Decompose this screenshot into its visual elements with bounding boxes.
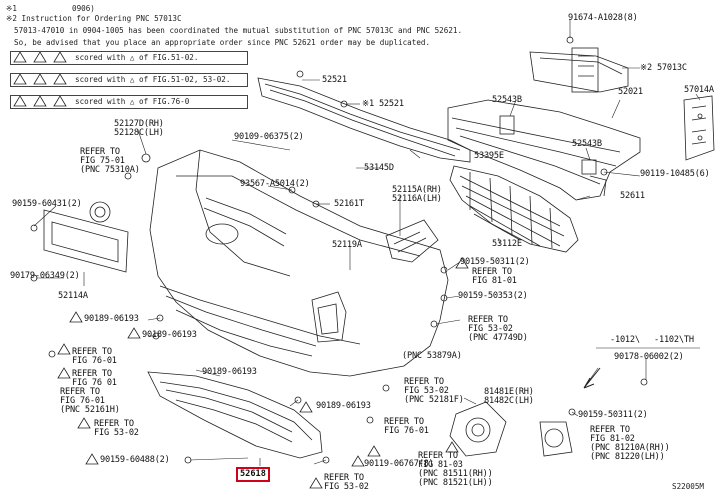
instruction-line-2: So, be advised that you place an appropr… — [14, 38, 431, 47]
ref-53-02-b-line2[interactable]: FIG 53-02 — [404, 386, 449, 396]
ref-53-02-c-line2[interactable]: FIG 53-02 — [94, 428, 139, 438]
label-52521-a[interactable]: 52521 — [322, 75, 347, 85]
ref-76-01-c-line3[interactable]: (PNC 52161H) — [60, 405, 120, 415]
fog-lamp-drawing — [449, 401, 573, 457]
ref-81-03-line2[interactable]: FIG 81-03 — [418, 460, 463, 470]
pad-52543B-lower-drawing — [581, 159, 597, 175]
label-90159-50311-a[interactable]: 90159-50311(2) — [460, 257, 530, 267]
label-52114a[interactable]: 52114A — [58, 291, 88, 301]
label-52128c[interactable]: 52128C(LH) — [114, 128, 164, 138]
label-90119-10485[interactable]: 90119-10485(6) — [640, 169, 710, 179]
bumper-cover-52119A-drawing — [149, 149, 449, 377]
ref-76-01-c-line2[interactable]: FIG 76-01 — [60, 396, 105, 406]
label-93567[interactable]: 93567-A5014(2) — [240, 179, 310, 189]
ref-81-03-line3[interactable]: (PNC 81511(RH)) — [418, 469, 493, 479]
label-52521-b[interactable]: ※1 52521 — [362, 99, 404, 109]
legend-row-3: scored with △ of FIG.76-0 — [10, 95, 248, 109]
legend-row-2: scored with △ of FIG.51-02, 53-02. — [10, 73, 248, 87]
ref-53-02-a-line3[interactable]: (PNC 47749D) — [468, 333, 528, 343]
ref-76-01-c-line1[interactable]: REFER TO — [60, 387, 100, 397]
label-90159-50311-b[interactable]: 90159-50311(2) — [578, 410, 648, 420]
ref-81-02-line4[interactable]: (PNC 81220(LH)) — [590, 452, 665, 462]
label-53112e[interactable]: 53112E — [492, 239, 522, 249]
label-52618-highlighted[interactable]: 52618 — [236, 467, 270, 482]
label-52115a[interactable]: 52115A(RH) — [392, 185, 442, 195]
bumper-absorber-53395E-drawing — [257, 77, 471, 163]
label-81482c[interactable]: 81482C(LH) — [484, 396, 534, 406]
label-81481e[interactable]: 81481E(RH) — [484, 387, 534, 397]
retainer-52115A-drawing — [385, 219, 439, 263]
support-57013C-drawing — [529, 47, 629, 93]
reinforcement-52021-drawing — [447, 99, 641, 201]
diagram-code: S22005M — [672, 482, 705, 491]
ref-53-02-c-line1[interactable]: REFER TO — [94, 419, 134, 429]
pnc-53879a[interactable]: (PNC 53879A) — [402, 351, 462, 361]
label-53145d[interactable]: 53145D — [364, 163, 394, 173]
instruction-line-1: 57013-47010 in 0904-1005 has been coordi… — [14, 26, 463, 35]
ref-53-02-a-line1[interactable]: REFER TO — [468, 315, 508, 325]
ref-81-01-line2[interactable]: FIG 81-01 — [472, 276, 517, 286]
header-line-1b: 0906) — [72, 4, 95, 13]
instruction-title: ※2 Instruction for Ordering PNC 57013C — [6, 14, 182, 23]
label-52119a[interactable]: 52119A — [332, 240, 362, 250]
ref-76-01-d-line1[interactable]: REFER TO — [384, 417, 424, 427]
ref-53-02-d-line2[interactable]: FIG 53-02 — [324, 482, 369, 492]
label-90109[interactable]: 90109-06375(2) — [234, 132, 304, 142]
dim-a: -1012\ — [610, 335, 640, 345]
label-90178[interactable]: 90178-06002(2) — [614, 352, 684, 362]
ref-76-01-a-line2[interactable]: FIG 76-01 — [72, 356, 117, 366]
label-90159-50353[interactable]: 90159-50353(2) — [458, 291, 528, 301]
arrow-drawing — [583, 367, 601, 389]
label-90179[interactable]: 90179-06349(2) — [10, 271, 80, 281]
ref-76-01-b-line1[interactable]: REFER TO — [72, 369, 112, 379]
ref-75-01-line2[interactable]: FIG 75-01 — [80, 156, 125, 166]
dim-b: -1102\TH — [654, 335, 694, 345]
label-57013c[interactable]: ※2 57013C — [640, 63, 687, 73]
label-52543b-upper[interactable]: 52543B — [492, 95, 522, 105]
plate-bracket-52114A-drawing — [43, 201, 129, 273]
ref-81-02-line1[interactable]: REFER TO — [590, 425, 630, 435]
ref-53-02-b-line3[interactable]: (PNC 52181F) — [404, 395, 464, 405]
triangle-marks — [13, 51, 469, 489]
ref-81-03-line4[interactable]: (PNC 81521(LH)) — [418, 478, 493, 488]
label-90159-60431[interactable]: 90159-60431(2) — [12, 199, 82, 209]
label-52543b-lower[interactable]: 52543B — [572, 139, 602, 149]
label-52161t[interactable]: 52161T — [334, 199, 364, 209]
ref-81-02-line3[interactable]: (PNC 81210A(RH)) — [590, 443, 670, 453]
leader-lines — [33, 20, 701, 466]
label-52116a[interactable]: 52116A(LH) — [392, 194, 442, 204]
label-90189-c[interactable]: 90189-06193 — [202, 367, 257, 377]
ref-75-01-line3[interactable]: (PNC 75310A) — [80, 165, 140, 175]
label-90189-d[interactable]: 90189-06193 — [316, 401, 371, 411]
label-90119-06767[interactable]: 90119-06767(8) — [364, 459, 434, 469]
label-52021[interactable]: 52021 — [618, 87, 643, 97]
label-52611[interactable]: 52611 — [620, 191, 645, 201]
ref-53-02-a-line2[interactable]: FIG 53-02 — [468, 324, 513, 334]
label-57014a[interactable]: 57014A — [684, 85, 714, 95]
ref-81-01-line1[interactable]: REFER TO — [472, 267, 512, 277]
ref-76-01-b-line2[interactable]: FIG 76 01 — [72, 378, 117, 388]
label-91674[interactable]: 91674-A1028(8) — [568, 13, 638, 23]
undercover-52618-drawing — [147, 371, 323, 459]
label-53395e[interactable]: 53395E — [474, 151, 504, 161]
ref-53-02-b-line1[interactable]: REFER TO — [404, 377, 444, 387]
grille-53112E-drawing — [449, 165, 579, 253]
label-52127d[interactable]: 52127D(RH) — [114, 119, 164, 129]
label-90159-60488[interactable]: 90159-60488(2) — [100, 455, 170, 465]
header-line-1a: ※1 — [6, 4, 17, 13]
label-90189-b[interactable]: 90189-06193 — [142, 330, 197, 340]
ref-81-02-line2[interactable]: FIG 81-02 — [590, 434, 635, 444]
ref-75-01-line1[interactable]: REFER TO — [80, 147, 120, 157]
ref-76-01-a-line1[interactable]: REFER TO — [72, 347, 112, 357]
legend-row-1: scored with △ of FIG.51-02. — [10, 51, 248, 65]
bracket-57014A-drawing — [683, 95, 715, 161]
label-90189-a[interactable]: 90189-06193 — [84, 314, 139, 324]
ref-76-01-d-line2[interactable]: FIG 76-01 — [384, 426, 429, 436]
ref-53-02-d-line1[interactable]: REFER TO — [324, 473, 364, 483]
ref-81-03-line1[interactable]: REFER TO — [418, 451, 458, 461]
pad-52543B-upper-drawing — [499, 115, 515, 135]
